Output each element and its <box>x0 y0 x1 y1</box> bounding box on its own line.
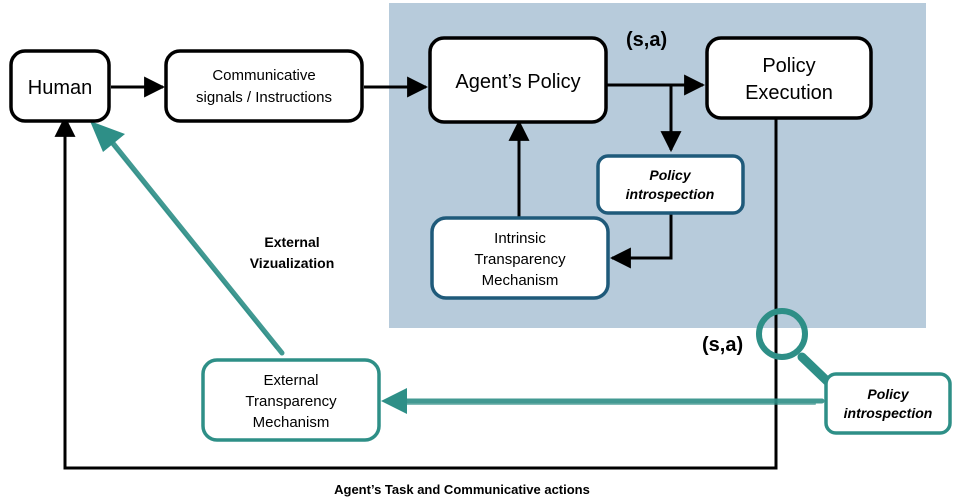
state-action-label-bottom: (s,a) <box>702 334 743 356</box>
node-agents-policy: Agent’s Policy <box>428 36 608 124</box>
node-execution-line1: Policy <box>762 55 815 77</box>
node-signals-line1: Communicative <box>212 67 315 84</box>
node-inner-introspection-line1: Policy <box>649 167 691 183</box>
node-policy-introspection-outer: Policy introspection <box>824 372 952 435</box>
node-external-line3: Mechanism <box>253 414 330 431</box>
external-visualization-line1: External <box>264 234 319 250</box>
bottom-caption: Agent’s Task and Communicative actions <box>334 482 590 497</box>
node-policy-execution: Policy Execution <box>705 36 873 120</box>
arrow-outer-introspection-to-external <box>381 388 825 414</box>
arrow-task-actions-loop <box>54 115 778 470</box>
node-intrinsic-line2: Transparency <box>474 251 566 268</box>
node-signals-line2: signals / Instructions <box>196 89 332 106</box>
arrow-external-visualization <box>90 121 285 356</box>
node-human: Human <box>9 49 111 123</box>
node-intrinsic-line1: Intrinsic <box>494 230 546 247</box>
node-policy-introspection-inner: Policy introspection <box>596 154 745 215</box>
node-inner-introspection-line2: introspection <box>626 186 715 202</box>
node-external-mechanism: External Transparency Mechanism <box>201 358 381 442</box>
node-external-line1: External <box>263 372 318 389</box>
node-human-label: Human <box>28 77 92 99</box>
node-outer-introspection-line2: introspection <box>844 405 933 421</box>
node-execution-line2: Execution <box>745 82 833 104</box>
state-action-label-top: (s,a) <box>626 29 667 51</box>
arrow-introspection-to-intrinsic <box>609 213 673 269</box>
node-external-line2: Transparency <box>245 393 337 410</box>
node-intrinsic-mechanism: Intrinsic Transparency Mechanism <box>430 216 610 300</box>
node-agents-policy-label: Agent’s Policy <box>455 71 580 93</box>
node-outer-introspection-line1: Policy <box>867 386 909 402</box>
node-intrinsic-line3: Mechanism <box>482 272 559 289</box>
node-communicative-signals: Communicative signals / Instructions <box>164 49 364 123</box>
external-visualization-line2: Vizualization <box>250 255 335 271</box>
magnifier-icon <box>756 308 832 386</box>
